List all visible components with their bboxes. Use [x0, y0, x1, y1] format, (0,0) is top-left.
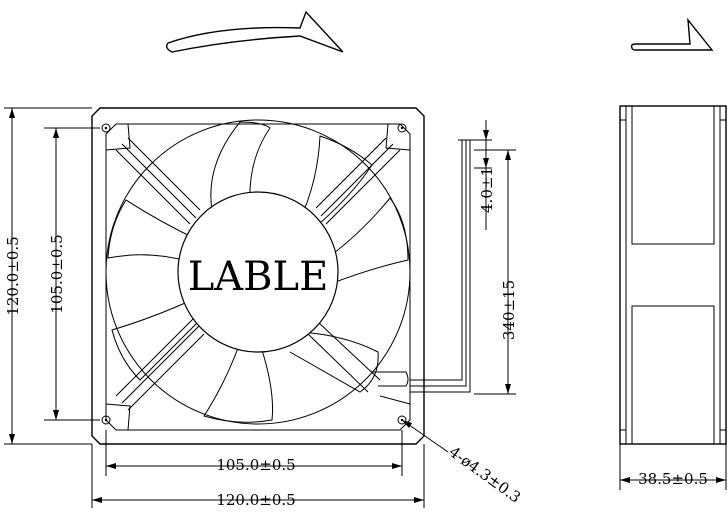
overall-height-text: 120.0±0.5 [4, 236, 22, 315]
horizontal-hole-pitch-text: 105.0±0.5 [216, 456, 295, 474]
lead-strip-text: 4.0±1 [478, 167, 496, 213]
fan-front-view: LABLE [91, 107, 425, 445]
overall-width-text: 120.0±0.5 [216, 491, 295, 509]
depth-text: 38.5±0.5 [638, 470, 708, 488]
vertical-hole-pitch-dimension: 105.0±0.5 [44, 127, 100, 421]
lead-strip-dimension: 4.0±1 [474, 120, 496, 230]
mounting-hole-callout: 4-ø4.3±0.3 [401, 419, 524, 507]
lead-length-dimension: 340±15 [474, 149, 518, 395]
fan-side-view [619, 105, 727, 445]
lead-length-text: 340±15 [500, 280, 518, 340]
mounting-hole [101, 123, 111, 133]
depth-dimension: 38.5±0.5 [619, 444, 727, 490]
overall-width-dimension: 120.0±0.5 [91, 444, 425, 509]
lead-wires [410, 139, 474, 393]
rotation-direction-arrow-icon [165, 10, 344, 53]
overall-height-dimension: 120.0±0.5 [4, 107, 92, 445]
mounting-hole-text: 4-ø4.3±0.3 [446, 443, 524, 507]
vertical-hole-pitch-text: 105.0±0.5 [48, 234, 66, 313]
mounting-hole [397, 123, 407, 133]
mounting-hole [101, 415, 111, 425]
hub-label: LABLE [188, 254, 329, 300]
horizontal-hole-pitch-dimension: 105.0±0.5 [105, 430, 403, 476]
support-spokes [115, 137, 401, 411]
airflow-direction-arrow-icon [630, 17, 714, 51]
